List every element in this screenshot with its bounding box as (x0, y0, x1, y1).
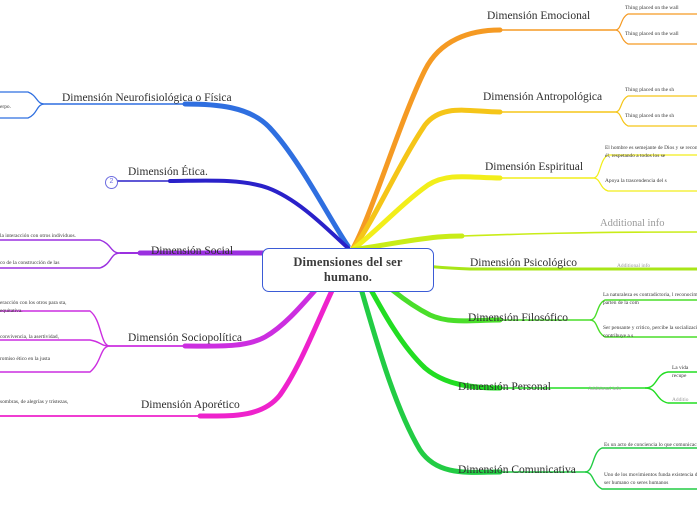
detail-espiritual-2[interactable]: Apoya la trascendencia del s (605, 178, 667, 184)
subbranch-sociopolitica-3 (0, 345, 111, 373)
branch-line-comunicativa (349, 255, 503, 475)
branch-label-espiritual[interactable]: Dimensión Espiritual (485, 161, 584, 173)
subbranch-comunicativa-2 (584, 471, 697, 490)
subbranch-neurofisiologica-1 (0, 91, 46, 105)
detail-sociopolitica-1[interactable]: eracción con los otros para sta, equitat… (0, 300, 67, 314)
subbranch-antropologica-2 (614, 111, 697, 127)
branch-line-neurofisiologica (182, 101, 351, 249)
detail-comunicativa-2[interactable]: Uno de los movimientos funda existencia … (604, 472, 697, 486)
subbranch-filosofico-1 (589, 299, 697, 321)
branch-line-emocional (349, 27, 503, 253)
branch-label-neurofisiologica[interactable]: Dimensión Neurofisiológica o Física (62, 92, 232, 104)
branch-line-aporetico (197, 255, 351, 419)
detail-neurofisiologica-1[interactable]: erpo. (0, 104, 11, 110)
subbranch-antropologica-1 (614, 95, 697, 113)
subbranch-social-1 (0, 239, 121, 254)
subbranch-filosofico-2 (589, 319, 697, 338)
detail-antropologica-2[interactable]: Thing placed on the sh (625, 113, 675, 119)
subbranch-sociopolitica-1 (0, 310, 111, 347)
additional-info-psicologico-top[interactable]: Additional info (600, 218, 665, 229)
branch-line-antropologica (349, 107, 503, 253)
subbranch-personal-1 (644, 371, 697, 389)
branch-line-etica (168, 178, 350, 250)
detail-comunicativa-1[interactable]: Es un acto de conciencia lo que comunica… (604, 442, 697, 448)
branch-label-aporetico[interactable]: Dimensión Aporético (141, 399, 240, 411)
subbranch-social-2 (0, 252, 121, 269)
additional-info-personal-mid[interactable]: Additional info (588, 386, 622, 392)
detail-sociopolitica-2[interactable]: convivencia, la asertividad, (0, 334, 59, 340)
branch-label-sociopolitica[interactable]: Dimensión Sociopolítica (128, 332, 243, 344)
detail-personal-2[interactable]: Additio (672, 397, 689, 403)
collapsed-count-badge-etica[interactable]: 2 (105, 176, 118, 189)
subbranch-neurofisiologica-2 (0, 103, 46, 119)
branch-label-antropologica[interactable]: Dimensión Antropológica (483, 91, 603, 103)
detail-aporetico-1[interactable]: sombras, de alegrías y tristezas, (0, 399, 69, 405)
subbranch-personal-2 (644, 387, 697, 404)
detail-filosofico-2[interactable]: Ser pensante y critico, percibe la socia… (603, 325, 697, 339)
subbranch-espiritual-1 (592, 154, 697, 179)
detail-social-2[interactable]: co de la construcción de las (0, 260, 60, 266)
branch-upper-psicologico (461, 231, 697, 237)
central-node[interactable]: Dimensiones del ser humano. (262, 248, 434, 292)
detail-emocional-2[interactable]: Thing placed on the wall (625, 31, 679, 37)
detail-social-1[interactable]: la interacción con otros individuos. (0, 233, 76, 239)
detail-filosofico-1[interactable]: La naturaleza es contradictoria, l recon… (603, 292, 697, 306)
subbranch-espiritual-2 (592, 177, 697, 192)
branch-label-psicologico[interactable]: Dimensión Psicológico (470, 257, 578, 269)
branch-line-espiritual (349, 174, 503, 253)
branch-label-emocional[interactable]: Dimensión Emocional (487, 10, 591, 22)
detail-espiritual-1[interactable]: El hombre es semejante de Dios y se reco… (605, 145, 697, 159)
branch-label-etica[interactable]: Dimensión Ética. (128, 166, 208, 178)
subbranch-comunicativa-1 (584, 447, 697, 473)
detail-antropologica-1[interactable]: Thing placed on the sh (625, 87, 675, 93)
branch-label-comunicativa[interactable]: Dimensión Comunicativa (458, 464, 576, 476)
subbranch-emocional-2 (614, 29, 697, 45)
branch-line-psicologico (349, 233, 465, 253)
detail-sociopolitica-3[interactable]: romiso ético en la justa (0, 356, 51, 362)
detail-personal-1[interactable]: La vida recupe (672, 365, 689, 379)
branch-label-filosofico[interactable]: Dimensión Filosófico (468, 312, 568, 324)
detail-psicologico-1[interactable]: Additional info (617, 263, 651, 269)
subbranch-emocional-1 (614, 13, 697, 31)
branch-label-social[interactable]: Dimensión Social (151, 245, 234, 257)
branch-label-personal[interactable]: Dimensión Personal (458, 381, 551, 393)
detail-emocional-1[interactable]: Thing placed on the wall (625, 5, 679, 11)
